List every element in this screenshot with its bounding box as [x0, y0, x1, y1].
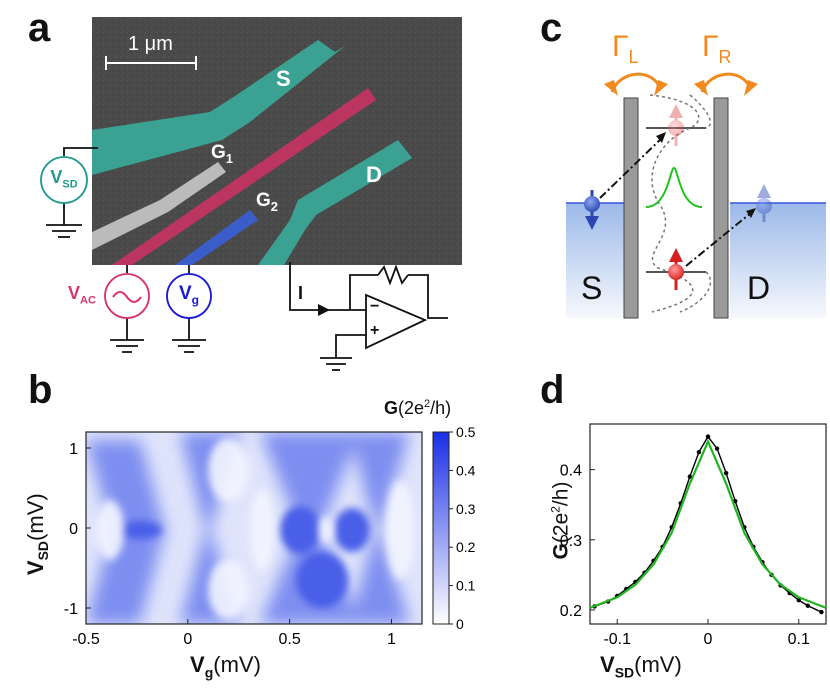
heatmap-ylabel: VSD(mV)	[22, 493, 52, 576]
label-source-lead: S	[581, 270, 603, 306]
lineplot-series	[589, 434, 827, 615]
y-tick-label: 0	[69, 521, 78, 538]
y-tick-label: 0.3	[560, 533, 582, 550]
panel-b-heatmap: -0.5 0 0.5 1 1 0 -1 0.5 0.4 0.3 0.2 0.1 0	[64, 424, 476, 648]
lineplot-ticks: -0.1 0 0.1 0.4 0.3 0.2	[560, 463, 810, 648]
panel-a-device	[40, 17, 462, 371]
label-d-electrode: D	[366, 162, 382, 187]
current-label: I	[298, 283, 304, 303]
heatmap-ticks: -0.5 0 0.5 1 1 0 -1 0.5 0.4 0.3 0.2 0.1 0	[64, 424, 476, 648]
panel-d-lineplot: -0.1 0 0.1 0.4 0.3 0.2	[560, 423, 827, 648]
label-s-electrode: S	[276, 66, 291, 91]
lineplot-ylabel: G(2e2/h)	[548, 481, 573, 560]
x-tick-label: -0.1	[603, 631, 631, 648]
barrier-left	[623, 97, 639, 319]
label-g1: G1	[211, 142, 234, 166]
spin-up-dot-lower	[668, 248, 684, 290]
spin-up-dot-upper	[668, 104, 684, 146]
label-drain-lead: D	[747, 270, 771, 306]
vsd-label: VSD	[50, 167, 78, 191]
scale-bar	[105, 56, 197, 70]
drain-electrode	[258, 140, 412, 265]
x-tick-label: 0	[183, 631, 192, 648]
panel-letter-a: a	[28, 6, 51, 50]
tunnel-arrow-2	[685, 211, 753, 267]
colorbar-tick-label: 0.4	[456, 462, 476, 478]
y-tick-label: 0.4	[560, 463, 582, 480]
spin-up-drain	[756, 184, 772, 222]
spin-down-source	[584, 190, 600, 230]
source-electrode	[92, 40, 345, 175]
x-tick-label: 0.5	[279, 631, 301, 648]
colorbar-label: G(2e2/h)	[384, 398, 452, 418]
gamma-right-label: ΓR	[702, 30, 732, 67]
current-arrow	[318, 304, 330, 316]
x-tick-label: 1	[387, 631, 396, 648]
vg-source	[166, 273, 212, 319]
gamma-left-label: ΓL	[612, 30, 639, 67]
colorbar-tick-label: 0	[456, 616, 464, 632]
vac-label: VAC	[68, 283, 96, 307]
drain-lead	[730, 203, 826, 318]
y-tick-label: -1	[64, 601, 78, 618]
sine-icon	[112, 291, 142, 303]
colorbar-tick-label: 0.3	[456, 501, 476, 517]
circuit-wires	[46, 147, 448, 371]
gate-g2	[175, 210, 258, 265]
vg-label: Vg	[178, 283, 200, 307]
colorbar-tick-label: 0.5	[456, 424, 476, 440]
colorbar	[432, 431, 450, 625]
fit-series-line	[589, 438, 827, 609]
scale-bar-label: 1 μm	[128, 33, 173, 55]
heatmap-xlabel: Vg(mV)	[190, 652, 261, 681]
lineplot-xlabel: VSD(mV)	[600, 652, 682, 681]
vsd-source	[40, 156, 88, 204]
x-tick-label: -0.5	[72, 631, 100, 648]
panel-letter-b: b	[28, 368, 53, 412]
amp-minus: −	[370, 298, 380, 315]
y-tick-label: 1	[69, 441, 78, 458]
panel-letter-d: d	[540, 368, 565, 412]
colorbar-tick-label: 0.2	[456, 539, 476, 555]
colorbar-tick-label: 0.1	[456, 578, 476, 594]
tunnel-arrow-1	[599, 135, 665, 199]
resonance-peak	[645, 166, 703, 208]
amp-plus: +	[370, 322, 380, 339]
y-tick-label: 0.2	[560, 603, 582, 620]
barrier-right	[713, 97, 729, 319]
gate-g1	[92, 162, 226, 250]
heatmap-plot	[86, 432, 422, 624]
nanowire	[112, 88, 376, 265]
panel-c-diagram	[566, 72, 826, 319]
x-tick-label: 0.1	[788, 631, 810, 648]
label-g2: G2	[256, 190, 279, 214]
x-tick-label: 0	[704, 631, 713, 648]
panel-letter-c: c	[540, 6, 563, 50]
data-series-line	[594, 435, 822, 613]
